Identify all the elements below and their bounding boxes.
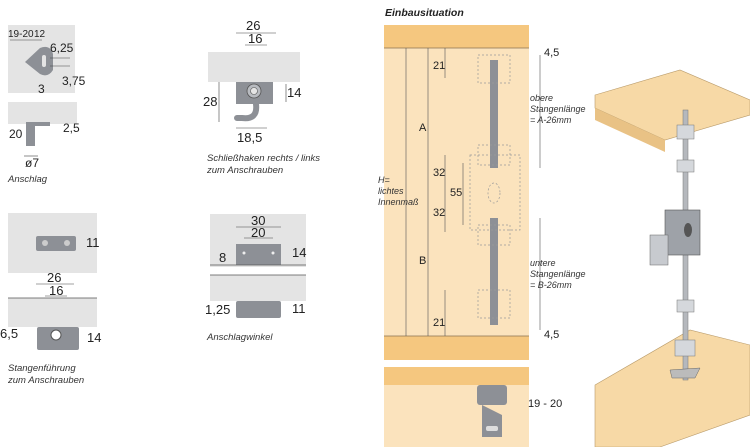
dim-11: 11 xyxy=(86,235,100,250)
dim-B: B xyxy=(419,255,427,267)
dim-26: 26 xyxy=(246,18,261,33)
dim-21-top: 21 xyxy=(433,60,446,72)
obere-stangenlaenge-label: obere Stangenlänge = A-26mm xyxy=(530,93,586,126)
label-line: = B-26mm xyxy=(530,280,572,290)
label-line: Stangenlänge xyxy=(530,269,586,279)
dim-32-upper: 32 xyxy=(433,167,446,179)
dim-16: 16 xyxy=(49,283,64,298)
h-label-line: Innenmaß xyxy=(378,197,419,207)
anschlag-drawing xyxy=(8,25,77,157)
3d-illustration xyxy=(594,69,750,447)
h-label-line: lichtes xyxy=(378,186,404,196)
dim-19-20: 19 - 20 xyxy=(528,398,563,410)
einbausituation-drawing xyxy=(384,25,541,447)
dim-3: 3 xyxy=(38,82,45,96)
dim-11: 11 xyxy=(292,301,306,316)
dim-14: 14 xyxy=(87,330,102,345)
dim-2-5: 2,5 xyxy=(63,121,80,135)
stangenfuehrung-caption-1: Stangenführung xyxy=(8,363,76,374)
label-line: untere xyxy=(530,258,556,268)
schliesshaken-caption-1: Schließhaken rechts / links xyxy=(207,153,320,164)
dim-20: 20 xyxy=(251,225,266,240)
dim-16: 16 xyxy=(248,31,263,46)
dim-6-5: 6,5 xyxy=(0,326,19,341)
dim-diameter-7: ø7 xyxy=(25,156,40,170)
dim-A: A xyxy=(419,122,427,134)
label-line: obere xyxy=(530,93,554,103)
dim-4-5-bottom: 4,5 xyxy=(544,329,560,341)
einbau-title: Einbausituation xyxy=(385,7,464,19)
dim-8: 8 xyxy=(219,250,227,265)
dim-26: 26 xyxy=(47,270,62,285)
dim-18-5: 18,5 xyxy=(237,130,263,145)
stangenfuehrung-drawing xyxy=(8,213,97,350)
dim-1-25: 1,25 xyxy=(205,302,231,317)
dim-20: 20 xyxy=(9,127,23,141)
anschlagwinkel-drawing xyxy=(210,214,306,318)
anschlag-caption: Anschlag xyxy=(8,174,48,185)
dim-4-5-top: 4,5 xyxy=(544,47,560,59)
dim-30: 30 xyxy=(251,213,266,228)
label-line: = A-26mm xyxy=(530,115,572,125)
stangenfuehrung-caption-2: zum Anschrauben xyxy=(8,375,85,386)
schliesshaken-drawing xyxy=(208,32,300,129)
dim-14: 14 xyxy=(292,245,307,260)
label-line: Stangenlänge xyxy=(530,104,586,114)
untere-stangenlaenge-label: untere Stangenlänge = B-26mm xyxy=(530,258,586,291)
dim-55: 55 xyxy=(450,187,463,199)
dim-3-75: 3,75 xyxy=(62,74,86,88)
dim-32-lower: 32 xyxy=(433,207,446,219)
dim-28: 28 xyxy=(203,94,218,109)
schliesshaken-caption-2: zum Anschrauben xyxy=(207,165,284,176)
dim-19-20: 19-20 xyxy=(8,29,34,40)
dim-14: 14 xyxy=(287,85,302,100)
anschlagwinkel-caption: Anschlagwinkel xyxy=(207,332,273,343)
dim-21-bottom: 21 xyxy=(433,317,446,329)
h-label-line: H= xyxy=(378,175,390,185)
h-label: H= lichtes Innenmaß xyxy=(378,175,419,208)
dim-6-25: 6,25 xyxy=(50,41,74,55)
dim-12: 12 xyxy=(34,29,46,40)
